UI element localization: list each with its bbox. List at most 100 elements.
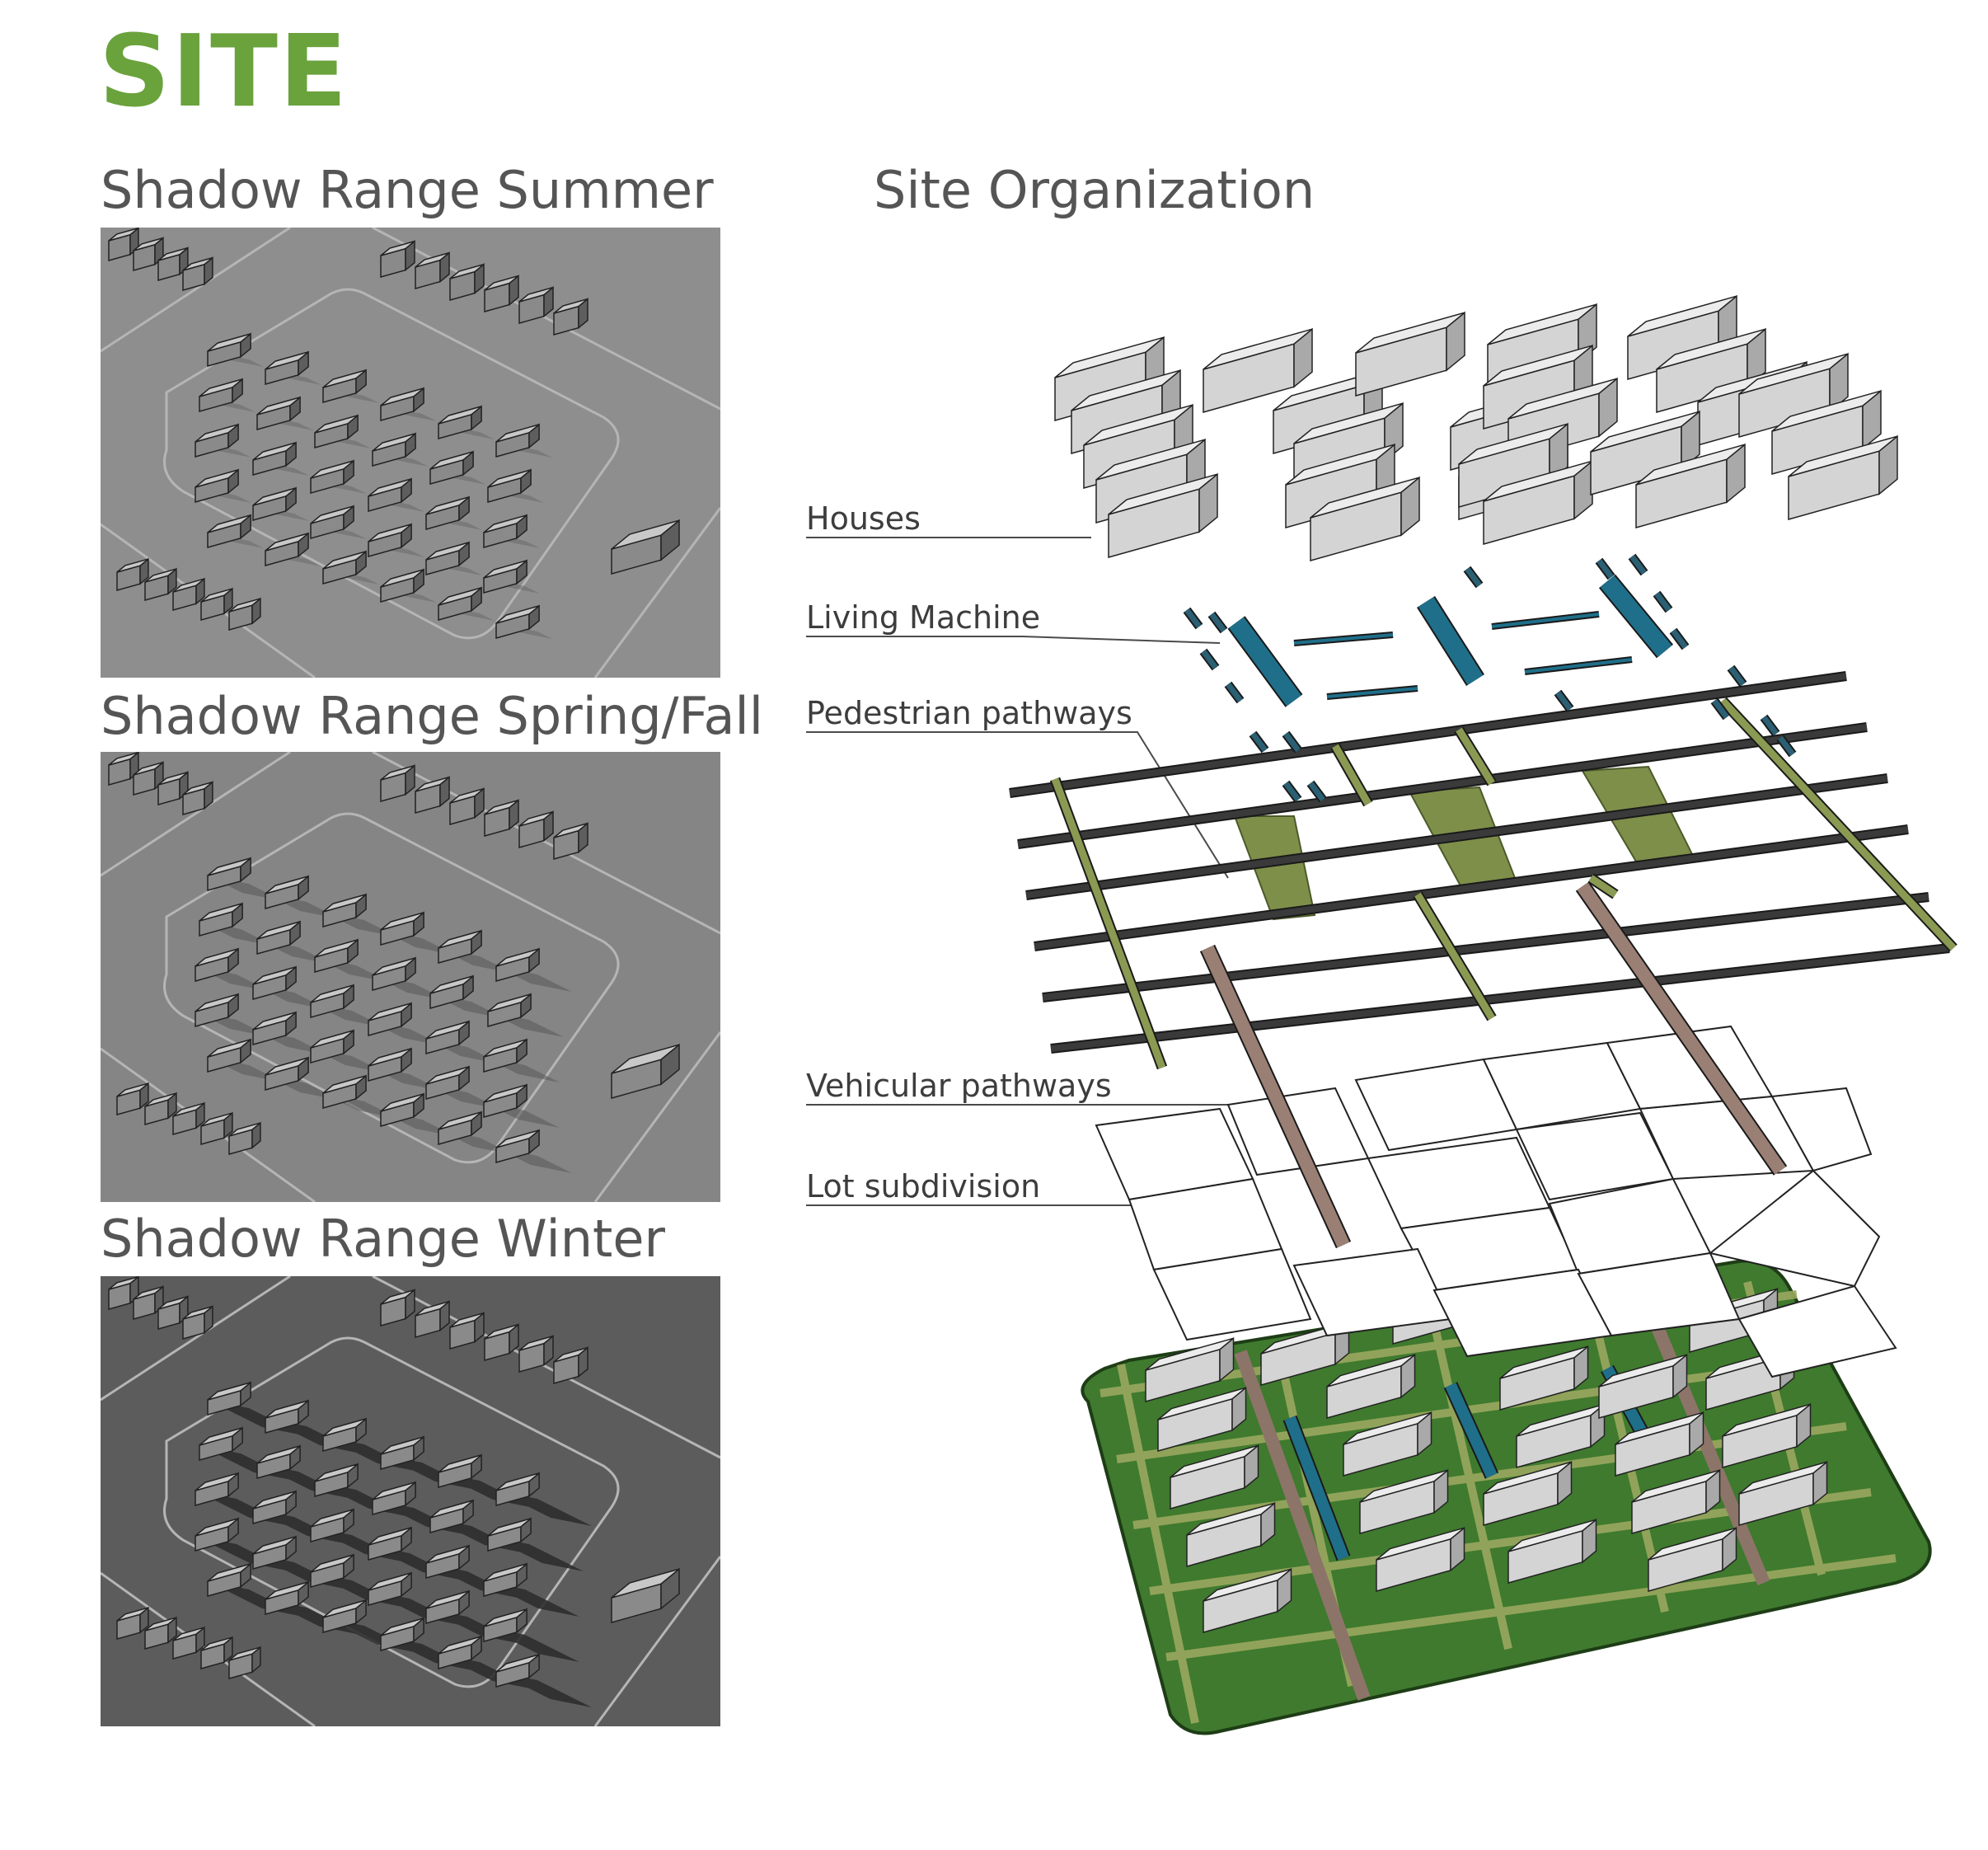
label-vehicular-pathways: Vehicular pathways bbox=[806, 1068, 1112, 1104]
pedestrian-path-long bbox=[1017, 724, 1868, 848]
house bbox=[1656, 327, 1766, 413]
organization-heading: Site Organization bbox=[874, 160, 1315, 220]
neighborhood-house bbox=[310, 1508, 354, 1542]
row-house bbox=[415, 251, 450, 289]
base-living-machine bbox=[1445, 1383, 1498, 1478]
row-house bbox=[484, 799, 519, 837]
summer-shadow-image bbox=[101, 228, 720, 678]
row-house bbox=[380, 764, 415, 802]
row-house bbox=[415, 1300, 450, 1338]
living-machine-tank bbox=[1418, 597, 1484, 685]
base-house bbox=[1359, 1468, 1449, 1534]
row-house bbox=[449, 787, 485, 825]
south-house bbox=[116, 557, 149, 591]
base-house bbox=[1326, 1353, 1416, 1419]
house bbox=[1355, 311, 1465, 397]
base-house bbox=[1203, 1567, 1292, 1633]
row-house bbox=[380, 240, 415, 278]
row-house bbox=[449, 263, 485, 301]
neighborhood-house bbox=[207, 857, 251, 891]
living-machine-segment bbox=[1201, 649, 1218, 670]
neighborhood-house bbox=[195, 468, 239, 503]
neighborhood-house bbox=[195, 1472, 239, 1506]
neighborhood-house bbox=[310, 459, 354, 494]
neighborhood-house bbox=[322, 1417, 367, 1452]
row-house bbox=[484, 1323, 519, 1361]
neighborhood-house bbox=[429, 450, 474, 485]
neighborhood-house bbox=[256, 396, 301, 430]
neighborhood-house bbox=[483, 514, 527, 548]
spring-fall-heading: Shadow Range Spring/Fall bbox=[101, 686, 763, 746]
neighborhood-house bbox=[483, 1038, 527, 1073]
base-house bbox=[1145, 1336, 1235, 1402]
neighborhood-house bbox=[438, 586, 482, 621]
corner-house bbox=[182, 781, 213, 815]
neighborhood-house bbox=[252, 1535, 297, 1570]
site-base-layer bbox=[1081, 1237, 1932, 1735]
neighborhood-house bbox=[265, 1056, 309, 1091]
base-pedestrian-line bbox=[1165, 1554, 1897, 1661]
neighborhood-house bbox=[438, 929, 482, 964]
neighborhood-house bbox=[380, 387, 424, 421]
neighborhood-house bbox=[195, 947, 239, 982]
neighborhood-house bbox=[495, 604, 540, 639]
corner-house bbox=[182, 256, 213, 291]
neighborhood-house bbox=[207, 1381, 251, 1416]
living-machine-segment bbox=[1308, 781, 1325, 802]
living-machine-segment bbox=[1728, 665, 1746, 687]
neighborhood-house bbox=[207, 514, 251, 548]
row-house bbox=[553, 1346, 588, 1384]
neighborhood-house bbox=[425, 1544, 470, 1579]
living-machine-segment bbox=[1250, 731, 1268, 753]
pedestrian-path-long bbox=[1050, 945, 1950, 1052]
corner-house bbox=[182, 1305, 213, 1340]
neighborhood-house bbox=[207, 332, 251, 367]
vehicular-layer bbox=[1199, 881, 1788, 1249]
neighborhood-house bbox=[252, 965, 297, 1000]
corner-house bbox=[108, 228, 139, 261]
pedestrian-path-long bbox=[1034, 826, 1909, 950]
base-vehicular-road bbox=[1234, 1350, 1371, 1701]
neighborhood-house bbox=[483, 559, 527, 594]
neighborhood-house bbox=[314, 414, 359, 448]
neighborhood-house bbox=[199, 1426, 243, 1461]
neighborhood-house bbox=[322, 550, 367, 585]
leader-pedestrian bbox=[806, 731, 1229, 879]
row-house bbox=[553, 822, 588, 860]
living-machine-pipe bbox=[1293, 633, 1394, 645]
base-house bbox=[1170, 1444, 1259, 1510]
neighborhood-house bbox=[425, 1065, 470, 1100]
neighborhood-house bbox=[368, 1002, 412, 1036]
row-house bbox=[380, 1289, 415, 1326]
neighborhood-house bbox=[495, 1653, 540, 1688]
south-house bbox=[200, 587, 233, 621]
page-title: SITE bbox=[99, 23, 349, 122]
base-house bbox=[1343, 1411, 1432, 1477]
living-machine-segment bbox=[1555, 690, 1573, 711]
pedestrian-plaza bbox=[1233, 815, 1316, 921]
pedestrian-layer bbox=[1009, 671, 1958, 1070]
pedestrian-path-long bbox=[1009, 673, 1847, 796]
neighborhood-house bbox=[483, 1608, 527, 1642]
neighborhood-house bbox=[368, 477, 412, 512]
pedestrian-path-cross bbox=[1332, 744, 1371, 806]
base-house bbox=[1631, 1468, 1721, 1534]
lot-parcel bbox=[1737, 1284, 1897, 1378]
neighborhood-house bbox=[256, 1444, 301, 1479]
neighborhood-house bbox=[368, 1047, 412, 1082]
neighborhood-house bbox=[252, 1011, 297, 1045]
pedestrian-path-long bbox=[1042, 894, 1929, 1001]
row-house bbox=[518, 286, 554, 324]
living-machine-segment bbox=[1283, 781, 1301, 802]
neighborhood-house bbox=[265, 532, 309, 566]
row-house bbox=[449, 1312, 485, 1350]
pedestrian-path-cross bbox=[1051, 777, 1166, 1069]
neighborhood-house bbox=[425, 541, 470, 575]
neighborhood-house bbox=[368, 523, 412, 557]
base-house bbox=[1615, 1411, 1704, 1477]
neighborhood-house bbox=[310, 1029, 354, 1064]
label-pedestrian-pathways: Pedestrian pathways bbox=[806, 695, 1132, 731]
label-lot-subdivision: Lot subdivision bbox=[806, 1168, 1041, 1204]
neighborhood-house bbox=[199, 378, 243, 412]
leader-living-machine bbox=[806, 636, 1221, 644]
